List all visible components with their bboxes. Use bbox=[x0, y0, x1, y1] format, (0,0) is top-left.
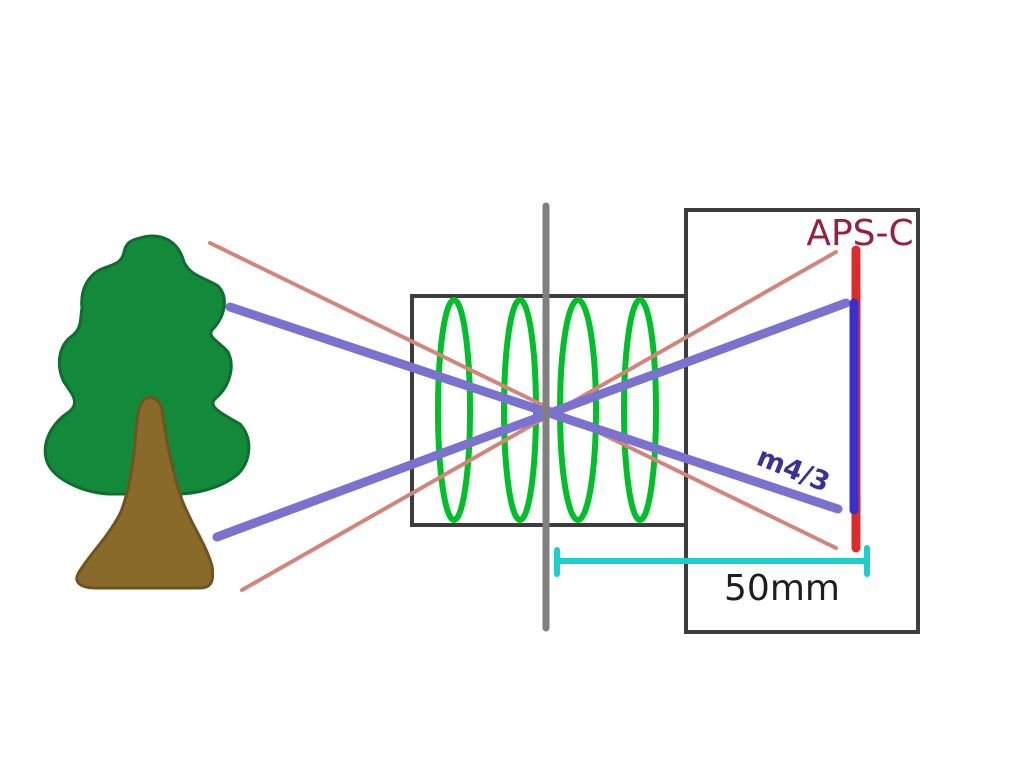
aps-c-label: APS-C bbox=[806, 213, 913, 254]
m43-ray bbox=[225, 302, 843, 514]
tree-trunk bbox=[75, 396, 215, 590]
lens-element bbox=[621, 297, 659, 523]
camera-body bbox=[684, 208, 920, 634]
m43-ray bbox=[212, 298, 851, 542]
lens-element bbox=[435, 297, 473, 523]
aps-c-ray bbox=[208, 241, 838, 550]
focal-length-label: 50mm bbox=[724, 568, 840, 609]
focal-length-marker bbox=[554, 545, 870, 577]
tree-icon bbox=[43, 234, 251, 590]
m43-rays bbox=[212, 298, 851, 542]
